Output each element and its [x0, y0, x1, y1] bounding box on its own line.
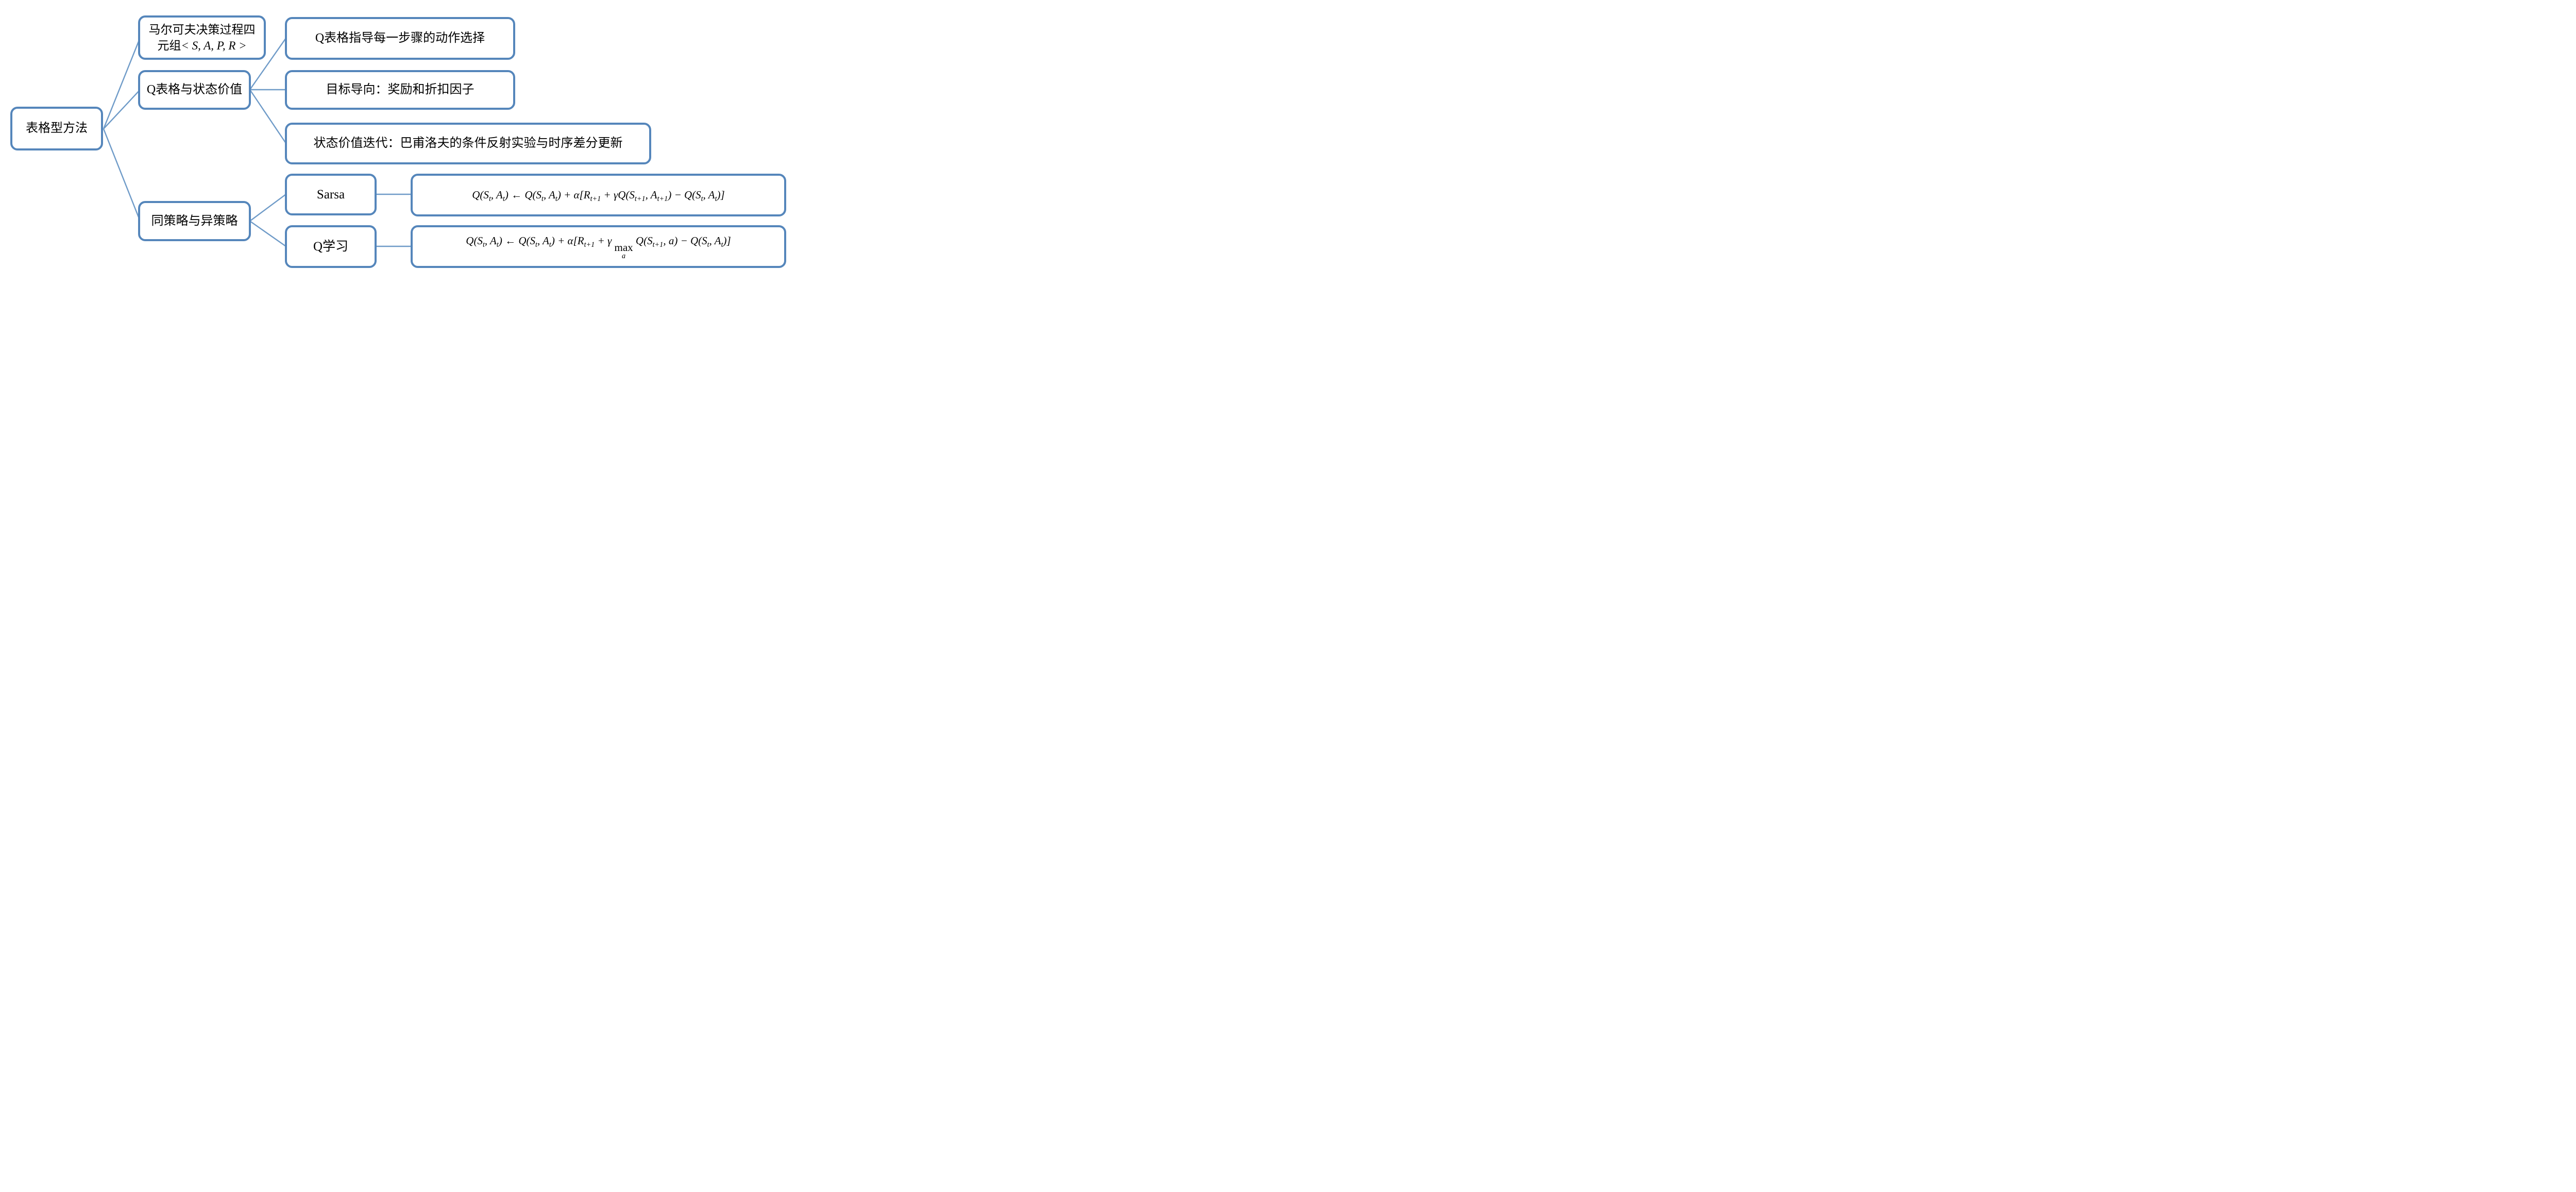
connector-policy-to-qlearning: [249, 221, 286, 247]
node-root-label: 表格型方法: [26, 122, 88, 136]
connector-root-to-qtable: [103, 89, 141, 129]
node-mdp-line2-math: < S, A, P, R >: [181, 39, 247, 52]
node-on-off-policy-label: 同策略与异策略: [151, 214, 238, 228]
connector-root-to-policy: [103, 128, 141, 222]
node-mdp-line1: 马尔可夫决策过程四: [148, 23, 256, 36]
node-mdp-tuple-label: 马尔可夫决策过程四 元组< S, A, P, R >: [149, 22, 256, 54]
node-mdp-line2-prefix: 元组: [157, 39, 181, 52]
node-mdp-tuple[interactable]: 马尔可夫决策过程四 元组< S, A, P, R >: [138, 15, 266, 60]
mindmap-canvas: 表格型方法 马尔可夫决策过程四 元组< S, A, P, R > Q表格与状态价…: [0, 0, 805, 298]
node-root[interactable]: 表格型方法: [10, 107, 103, 150]
node-qtable-state-value-label: Q表格与状态价值: [146, 83, 243, 97]
node-on-off-policy[interactable]: 同策略与异策略: [138, 201, 251, 241]
node-sarsa-update-formula[interactable]: Q(St, At) ← Q(St, At) + α[Rt+1 + γQ(St+1…: [411, 174, 786, 216]
node-qtable-action-selection-label: Q表格指导每一步骤的动作选择: [315, 31, 485, 45]
connector-root-to-mdp: [103, 37, 141, 129]
sarsa-update-formula-text: Q(St, At) ← Q(St, At) + α[Rt+1 + γQ(St+1…: [472, 189, 725, 204]
node-goal-oriented-label: 目标导向：奖励和折扣因子: [326, 83, 474, 97]
node-state-value-iteration[interactable]: 状态价值迭代：巴甫洛夫的条件反射实验与时序差分更新: [285, 123, 651, 164]
node-qtable-action-selection[interactable]: Q表格指导每一步骤的动作选择: [285, 17, 515, 60]
connector-qtable-to-qstep: [249, 38, 286, 90]
node-qtable-state-value[interactable]: Q表格与状态价值: [138, 70, 251, 110]
node-qlearning[interactable]: Q学习: [285, 225, 377, 268]
node-goal-oriented[interactable]: 目标导向：奖励和折扣因子: [285, 70, 515, 110]
connector-lines: [103, 37, 412, 247]
node-qlearning-label: Q学习: [313, 239, 349, 254]
node-sarsa[interactable]: Sarsa: [285, 174, 377, 215]
node-state-value-iteration-label: 状态价值迭代：巴甫洛夫的条件反射实验与时序差分更新: [313, 137, 623, 150]
connector-policy-to-sarsa: [249, 194, 286, 222]
connector-qtable-to-valueiter: [249, 89, 286, 144]
node-sarsa-label: Sarsa: [316, 187, 345, 202]
